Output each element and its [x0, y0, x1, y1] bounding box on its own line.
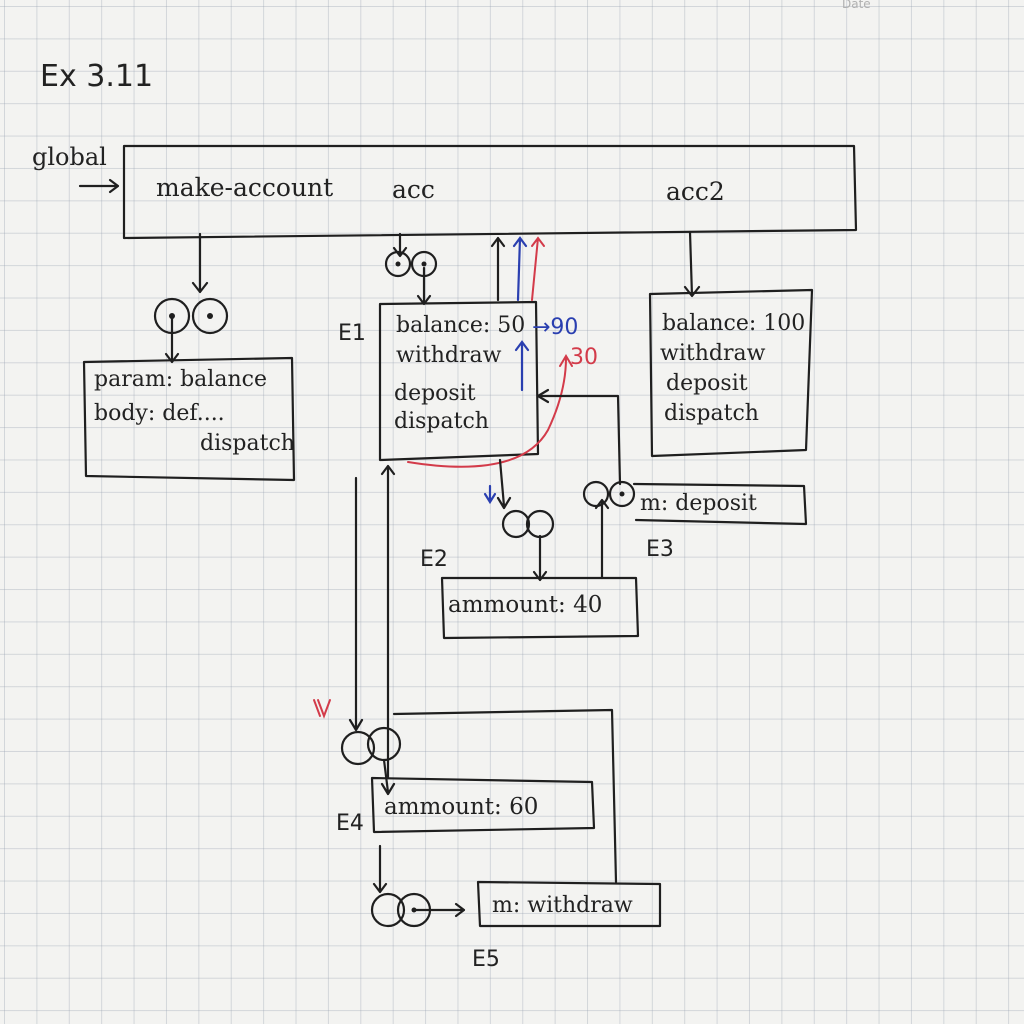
e1-to-global-arrow [490, 236, 506, 302]
e5-label: E5 [472, 947, 500, 972]
proc-param: param: balance [94, 367, 267, 392]
page-title: Ex 3.11 [40, 59, 153, 94]
binding-acc2: acc2 [666, 177, 725, 206]
deposit-pointer-line [538, 394, 622, 486]
e4-red-marker [313, 699, 331, 719]
acc2-arrow [683, 230, 701, 298]
e4-frame [370, 776, 596, 834]
e2-procedure-circles [501, 509, 555, 539]
e1-balance-update-blue: →90 [532, 315, 578, 340]
e2-blue-marker [483, 484, 497, 505]
e1-balance-update-red: 30 [570, 345, 598, 370]
e5-pointer-arrow [412, 902, 466, 918]
e5-to-e1-line [392, 708, 618, 884]
acc-to-e1-arrow [416, 266, 432, 306]
e2-label: E2 [420, 547, 448, 572]
e2-proc-to-frame-arrow [532, 534, 548, 582]
e2-binding: ammount: 40 [448, 592, 602, 618]
e3-binding: m: deposit [640, 491, 757, 516]
e1-to-global-red-arrow [531, 236, 545, 301]
acc2-deposit: deposit [666, 371, 748, 396]
e4-to-e1-arrow [380, 464, 396, 780]
make-account-procedure-circles [153, 297, 229, 335]
dispatch-to-e4-arrow [348, 476, 364, 732]
acc2-dispatch: dispatch [664, 401, 759, 426]
e4-proc-to-frame-arrow [380, 758, 396, 796]
e1-balance: balance: 50 [396, 313, 525, 338]
e1-label: E1 [338, 321, 366, 346]
acc-arrow [392, 232, 408, 258]
e5-frame [476, 880, 662, 928]
deposit-pointer-head [536, 388, 550, 404]
e4-binding: ammount: 60 [384, 794, 538, 820]
global-label: global [32, 143, 107, 171]
e3-label: E3 [646, 537, 674, 562]
e1-red-update-curve [407, 354, 573, 468]
e1-frame [378, 300, 540, 462]
e1-blue-update-arrow [514, 340, 530, 392]
binding-make-account: make-account [156, 173, 333, 202]
e5-binding: m: withdraw [492, 893, 633, 918]
e2-frame [440, 576, 640, 640]
e1-withdraw: withdraw [396, 343, 502, 368]
make-account-code-box [82, 356, 296, 482]
proc-body: body: def.... [94, 401, 225, 426]
e4-to-e5-arrow [372, 844, 388, 894]
make-account-arrow [191, 232, 209, 294]
e1-deposit: deposit [394, 381, 476, 406]
withdraw-to-proc-arrow [496, 458, 512, 510]
date-label: Date [842, 0, 871, 11]
proc-to-code-arrow [164, 316, 180, 364]
e2-to-e1-arrow [594, 498, 610, 580]
e4-procedure-circles [340, 726, 402, 766]
e1-to-global-blue-arrow [512, 236, 528, 302]
acc2-frame [648, 288, 814, 458]
global-pointer-arrow [78, 178, 120, 194]
global-frame [122, 144, 858, 240]
acc2-withdraw: withdraw [660, 341, 766, 366]
e4-label: E4 [336, 811, 364, 836]
proc-body-dispatch: dispatch [200, 431, 295, 456]
acc2-balance: balance: 100 [662, 311, 805, 336]
acc-procedure-circles [384, 250, 438, 278]
binding-acc: acc [392, 175, 435, 204]
e1-dispatch: dispatch [394, 409, 489, 434]
e3-frame [632, 482, 808, 526]
e3-procedure-circles [582, 480, 636, 508]
